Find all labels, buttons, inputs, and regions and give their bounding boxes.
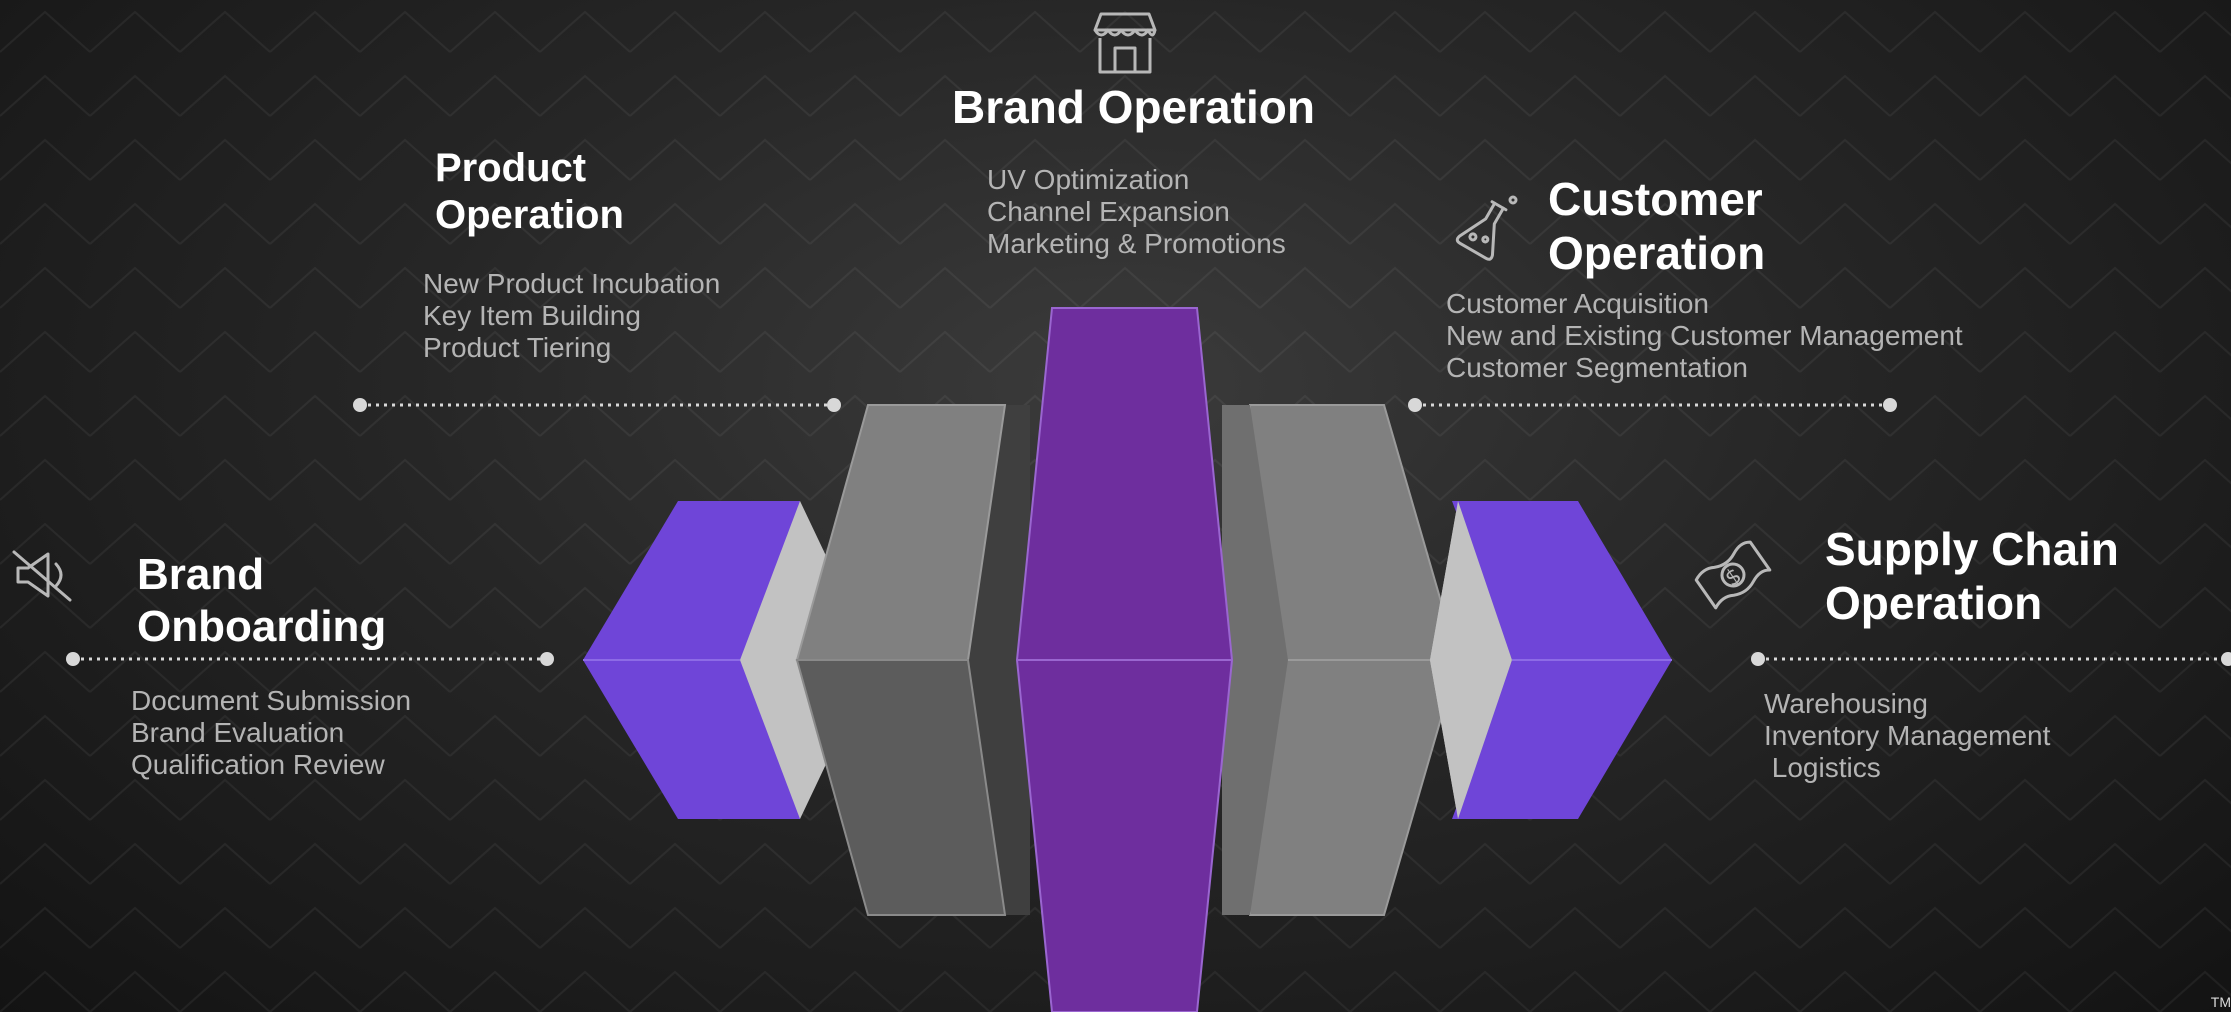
product-operation-items: New Product Incubation Key Item Building… bbox=[423, 268, 720, 364]
connector-lines bbox=[66, 398, 2231, 666]
connector-dot bbox=[1408, 398, 1422, 412]
storefront-icon bbox=[1091, 8, 1159, 81]
brand-onboarding-items: Document Submission Brand Evaluation Qua… bbox=[131, 685, 411, 781]
list-item: Channel Expansion bbox=[987, 196, 1230, 227]
flask-icon bbox=[1450, 192, 1520, 267]
brand-operation-items: UV Optimization Channel Expansion Market… bbox=[987, 164, 1286, 260]
megaphone-muted-icon bbox=[8, 540, 78, 615]
list-item: Qualification Review bbox=[131, 749, 385, 780]
list-item: Key Item Building bbox=[423, 300, 641, 331]
connector-dot bbox=[1883, 398, 1897, 412]
list-item: Product Tiering bbox=[423, 332, 612, 363]
connector-dot bbox=[353, 398, 367, 412]
connector-dot bbox=[2221, 652, 2231, 666]
list-item: Document Submission bbox=[131, 685, 412, 716]
list-item: Customer Segmentation bbox=[1446, 352, 1748, 383]
list-item: Inventory Management bbox=[1764, 720, 2051, 751]
list-item: Marketing & Promotions bbox=[987, 228, 1286, 259]
trademark-mark: TM bbox=[2210, 994, 2231, 1010]
money-bill-icon: $ bbox=[1692, 534, 1774, 621]
list-item: Customer Acquisition bbox=[1446, 288, 1710, 319]
right-outer-block bbox=[1430, 501, 1672, 819]
list-item: Logistics bbox=[1764, 752, 1881, 783]
left-inner-block bbox=[795, 404, 1030, 916]
list-item: New and Existing Customer Management bbox=[1446, 320, 1963, 351]
list-item: Brand Evaluation bbox=[131, 717, 345, 748]
customer-operation-items: Customer Acquisition New and Existing Cu… bbox=[1446, 288, 1963, 384]
connector-dot bbox=[66, 652, 80, 666]
connector-dot bbox=[827, 398, 841, 412]
left-outer-block bbox=[583, 501, 828, 819]
list-item: UV Optimization bbox=[987, 164, 1190, 195]
supply-chain-operation-items: Warehousing Inventory Management Logisti… bbox=[1764, 688, 2050, 784]
connector-dot bbox=[1751, 652, 1765, 666]
brand-operation-title: Brand Operation bbox=[952, 81, 1315, 133]
list-item: Warehousing bbox=[1764, 688, 1928, 719]
center-column bbox=[1015, 307, 1234, 1012]
connector-dot bbox=[540, 652, 554, 666]
list-item: New Product Incubation bbox=[423, 268, 721, 299]
right-inner-block bbox=[1222, 404, 1460, 916]
